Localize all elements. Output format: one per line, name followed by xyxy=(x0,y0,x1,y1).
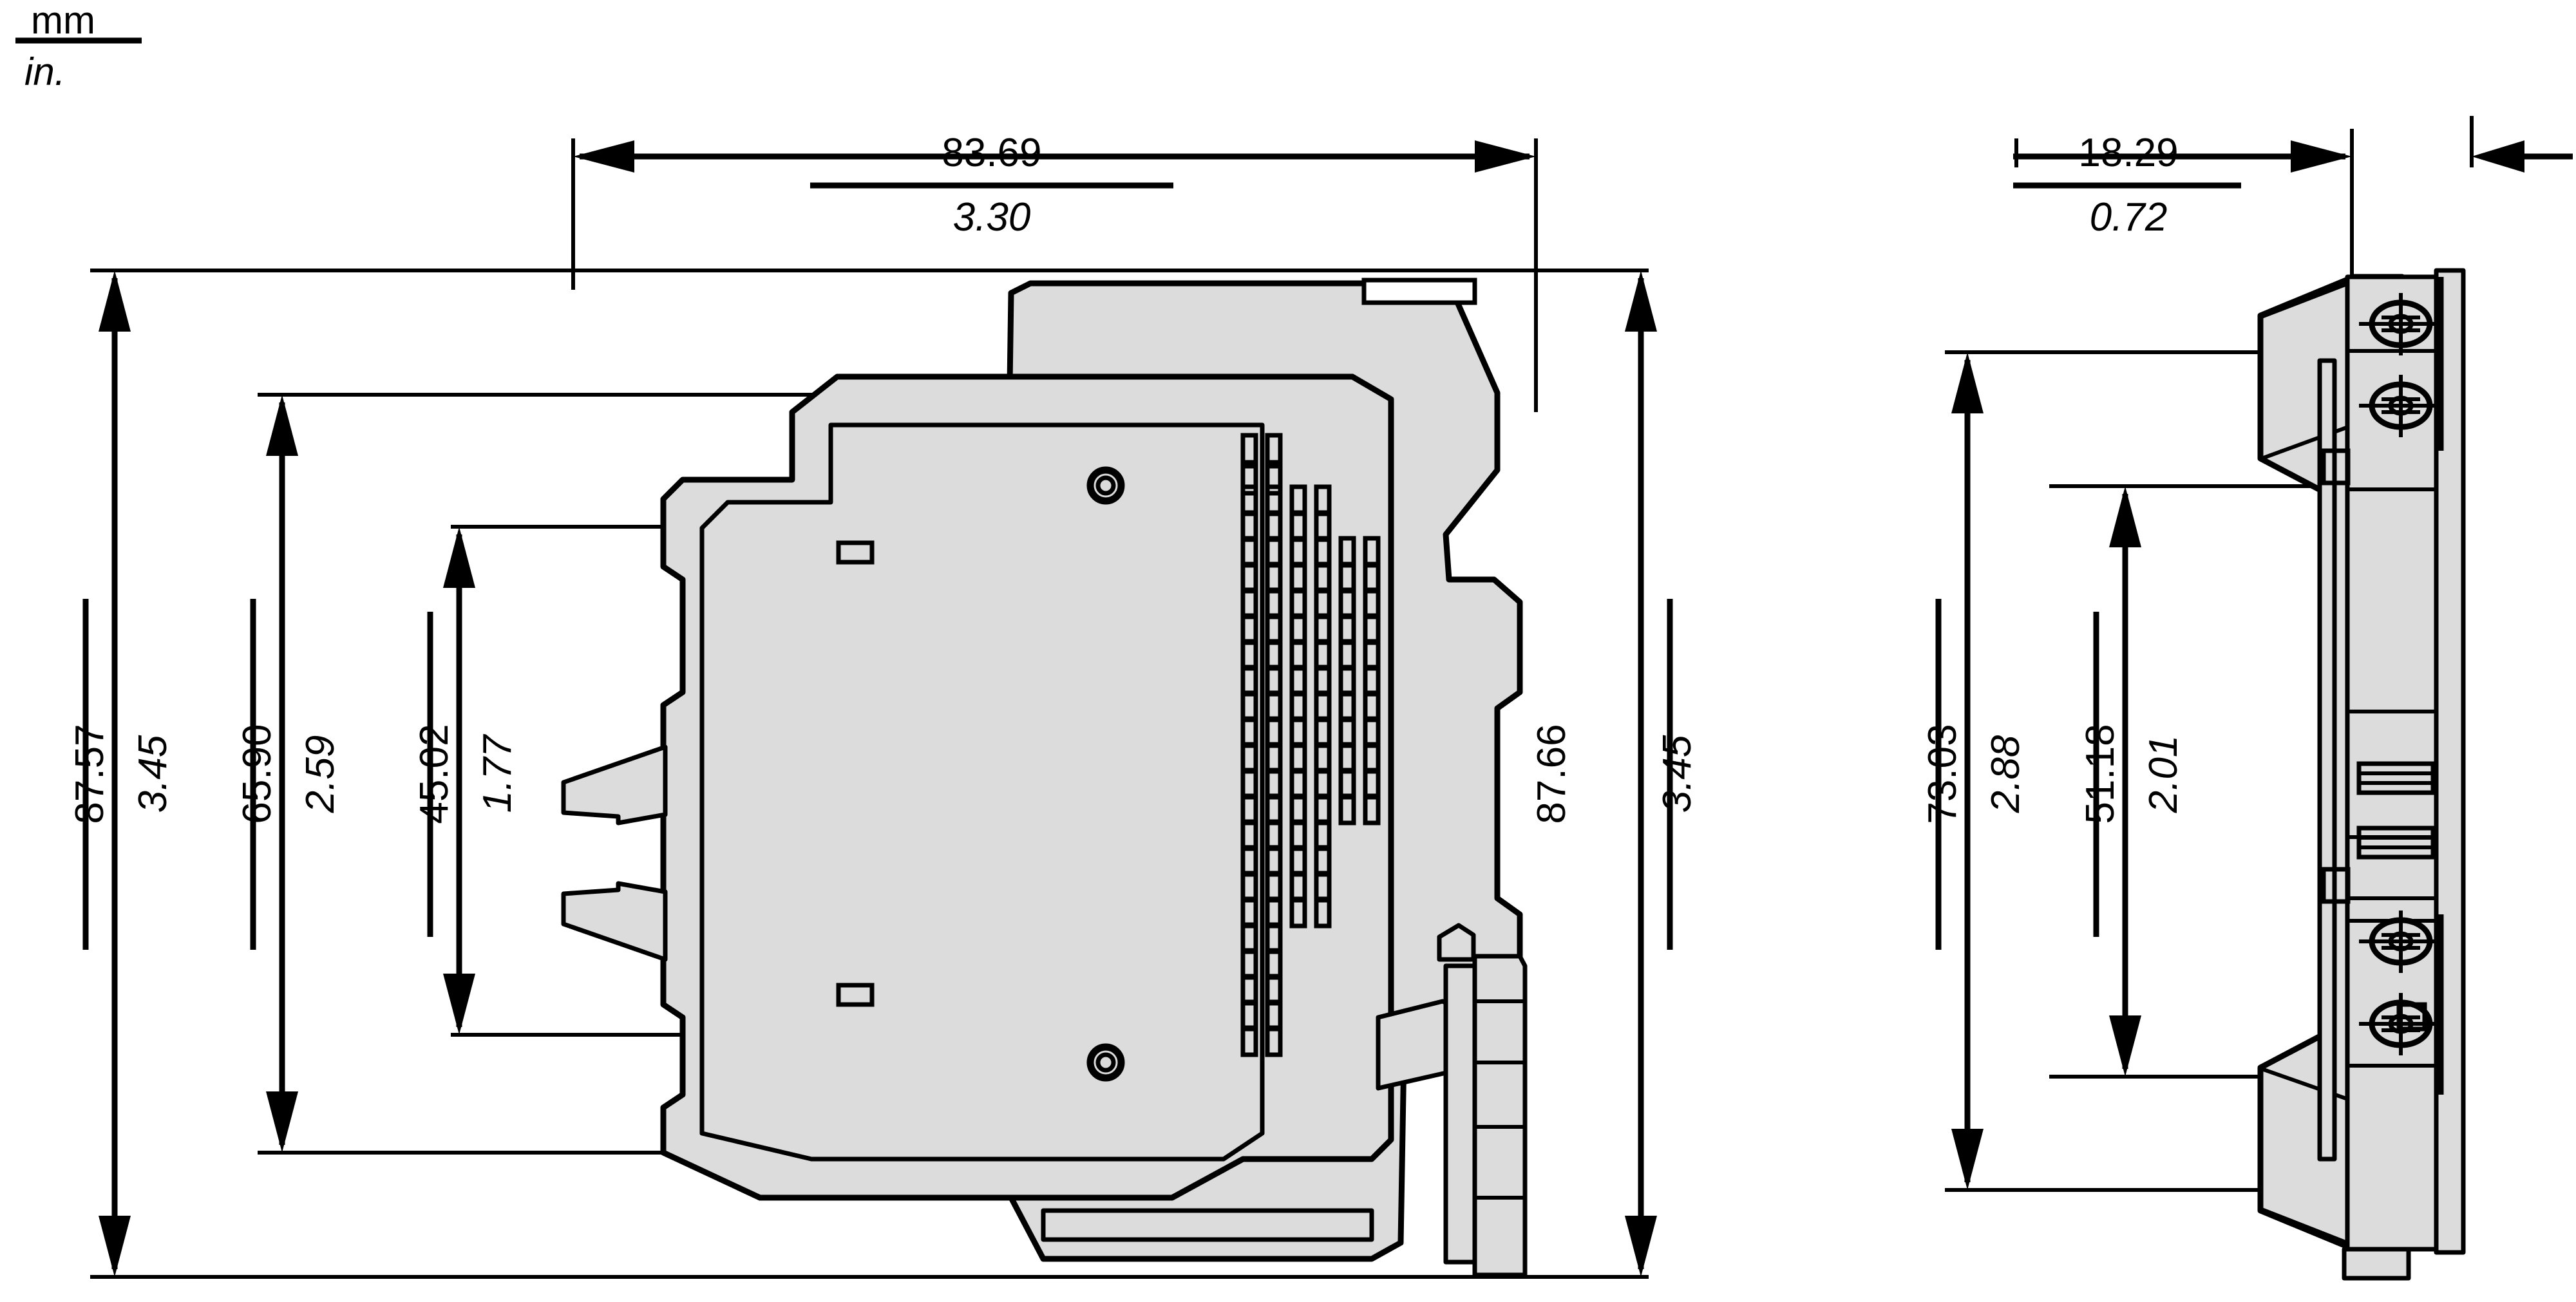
dim-side-height-overall-mm: 73.03 xyxy=(1920,724,1965,824)
side-notch-upper xyxy=(2321,448,2351,486)
dim-height-clip-span-in: 1.77 xyxy=(475,733,520,813)
side-rail-strip xyxy=(2317,358,2337,1162)
din-clip-upper xyxy=(561,744,668,826)
dim-height-clip-span: 45.02 1.77 xyxy=(412,527,520,1035)
connector-lever xyxy=(1376,999,1452,1091)
dim-height-body-mm: 65.90 xyxy=(235,724,279,824)
terminal-screw-1 xyxy=(2359,293,2443,355)
vent-grid xyxy=(1240,433,1381,1057)
side-view: 18.29 0.72 73.03 2.88 51.18 2.01 xyxy=(1920,116,2573,1281)
top-recess-slot xyxy=(1361,278,1477,305)
dim-height-overall-left-mm: 87.57 xyxy=(68,724,112,824)
legend-mm-text: mm xyxy=(31,0,95,42)
dim-side-height-overall-in: 2.88 xyxy=(1984,735,2028,813)
dim-height-overall-right: 87.66 3.45 xyxy=(1530,270,1700,1277)
din-clip-lower xyxy=(561,881,668,962)
dim-side-height-terminals: 51.18 2.01 xyxy=(2078,486,2186,1077)
dim-side-height-terminals-mm: 51.18 xyxy=(2078,724,2123,824)
side-notch-lower xyxy=(2321,867,2351,904)
terminal-screw-4 xyxy=(2359,993,2443,1055)
terminal-screw-3 xyxy=(2359,910,2443,973)
dim-width-overall-mm: 83.69 xyxy=(942,131,1041,175)
dim-width-overall: 83.69 3.30 xyxy=(573,131,1536,240)
connector-housing xyxy=(1472,954,1528,1278)
dim-depth-overall-mm: 18.29 xyxy=(2078,131,2178,175)
dim-depth-overall: 18.29 0.72 xyxy=(2013,131,2573,240)
front-extension-lines xyxy=(90,138,1649,1279)
vent-band-upper xyxy=(2356,761,2436,795)
dim-height-overall-left-in: 3.45 xyxy=(131,735,175,813)
side-base-foot xyxy=(2342,1247,2411,1281)
dim-side-height-overall: 73.03 2.88 xyxy=(1920,352,2028,1190)
dim-height-body: 65.90 2.59 xyxy=(235,395,343,1153)
vent-band-lower xyxy=(2356,826,2436,860)
dim-side-height-terminals-in: 2.01 xyxy=(2141,735,2186,814)
connector-inner-post xyxy=(1443,963,1477,1265)
dim-height-overall-left: 87.57 3.45 xyxy=(68,270,175,1277)
dim-width-overall-in: 3.30 xyxy=(953,195,1031,240)
legend-in-text: in. xyxy=(24,50,65,93)
screw-lower xyxy=(1086,1043,1125,1082)
dim-height-overall-right-in: 3.45 xyxy=(1655,735,1700,813)
dim-height-clip-span-mm: 45.02 xyxy=(412,724,457,824)
label-slot-upper xyxy=(836,540,875,565)
dim-height-overall-right-mm: 87.66 xyxy=(1530,724,1574,824)
connector-upper-tab xyxy=(1437,923,1476,962)
dim-height-body-in: 2.59 xyxy=(298,735,343,814)
screw-upper xyxy=(1086,466,1125,505)
label-slot-lower xyxy=(836,983,875,1007)
dim-depth-overall-in: 0.72 xyxy=(2090,195,2168,240)
base-foot xyxy=(1041,1208,1374,1242)
front-view: 83.69 3.30 87.57 3.45 65.90 2.59 xyxy=(68,131,1700,1279)
units-legend: mm in. xyxy=(15,0,142,93)
terminal-block-right xyxy=(1376,923,1528,1278)
front-face-panel xyxy=(699,422,1265,1162)
terminal-screw-2 xyxy=(2359,375,2443,437)
